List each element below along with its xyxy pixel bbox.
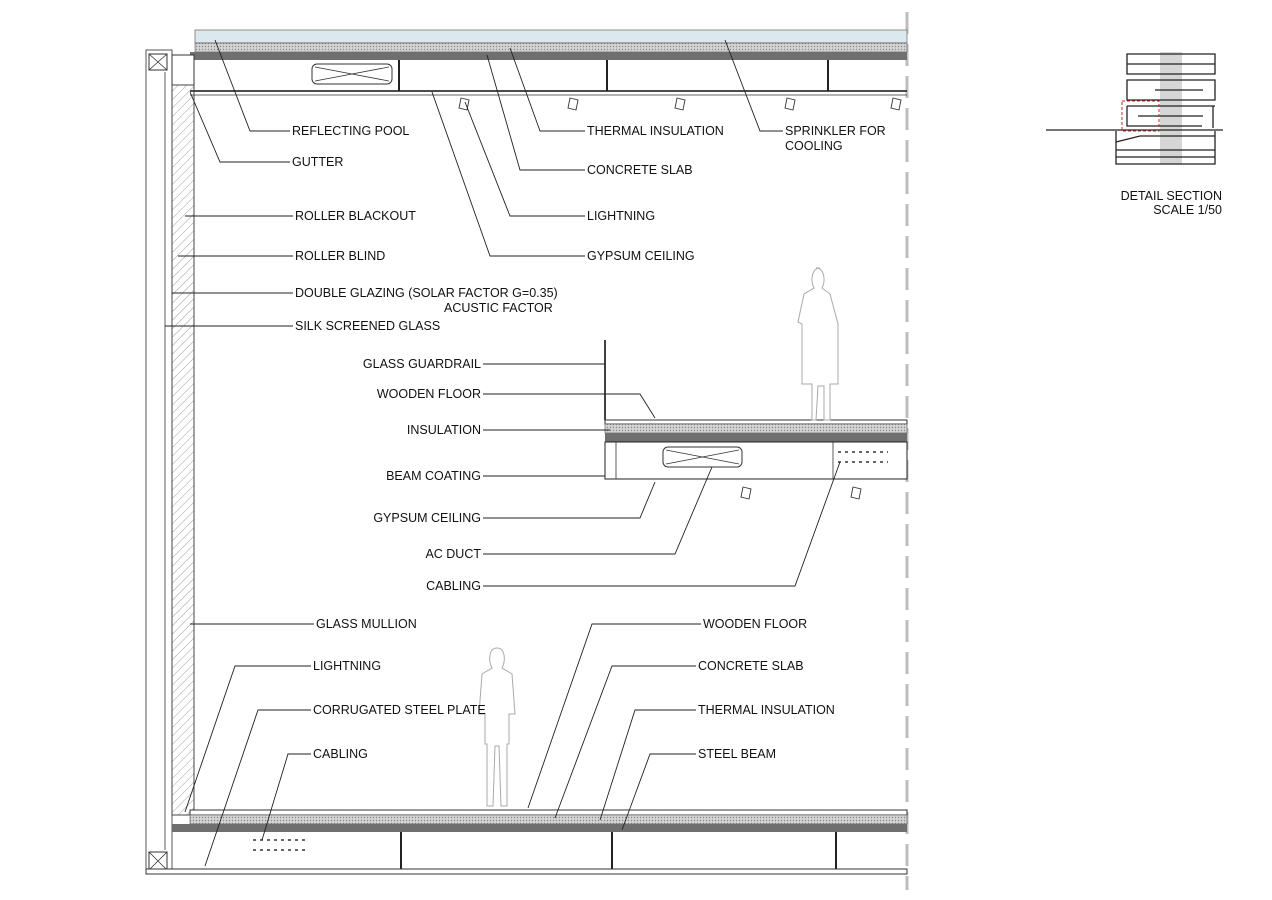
roof-assembly bbox=[190, 29, 908, 96]
label-silk-screened-glass: SILK SCREENED GLASS bbox=[295, 319, 440, 333]
label-corrugated-steel-plate: CORRUGATED STEEL PLATE bbox=[313, 703, 486, 717]
roof-slab bbox=[190, 52, 907, 60]
label-gutter: GUTTER bbox=[292, 155, 343, 169]
label-lightning: LIGHTNING bbox=[313, 659, 381, 673]
reflecting-pool bbox=[194, 29, 908, 44]
key-plan-scale: SCALE 1/50 bbox=[1153, 203, 1222, 217]
label-gypsum-ceiling: GYPSUM CEILING bbox=[373, 511, 481, 525]
label-wooden-floor: WOODEN FLOOR bbox=[703, 617, 807, 631]
label-cabling: CABLING bbox=[426, 579, 481, 593]
label-beam-coating: BEAM COATING bbox=[386, 469, 481, 483]
label-thermal-insulation: THERMAL INSULATION bbox=[698, 703, 835, 717]
key-plan-title: DETAIL SECTION bbox=[1121, 189, 1222, 203]
key-plan: DETAIL SECTION SCALE 1/50 bbox=[1046, 52, 1223, 217]
label-double-glazing: DOUBLE GLAZING (SOLAR FACTOR G=0.35) bbox=[295, 286, 558, 300]
label-concrete-slab: CONCRETE SLAB bbox=[698, 659, 804, 673]
detail-highlight-box bbox=[1121, 100, 1160, 132]
label-acustic-factor: ACUSTIC FACTOR bbox=[444, 301, 553, 315]
label-concrete-slab: CONCRETE SLAB bbox=[587, 163, 693, 177]
leader-lines bbox=[165, 39, 841, 867]
label-sprinkler-cooling: COOLING bbox=[785, 139, 843, 153]
label-lightning: LIGHTNING bbox=[587, 209, 655, 223]
person-silhouette bbox=[478, 647, 516, 807]
label-sprinkler: SPRINKLER FOR bbox=[785, 124, 886, 138]
human-figures bbox=[478, 267, 839, 807]
label-thermal-insulation: THERMAL INSULATION bbox=[587, 124, 724, 138]
label-steel-beam: STEEL BEAM bbox=[698, 747, 776, 761]
ground-floor-assembly bbox=[145, 809, 908, 875]
facade bbox=[145, 49, 195, 875]
label-gypsum-ceiling: GYPSUM CEILING bbox=[587, 249, 695, 263]
label-wooden-floor: WOODEN FLOOR bbox=[377, 387, 481, 401]
label-insulation: INSULATION bbox=[407, 423, 481, 437]
light-fixtures bbox=[458, 97, 902, 500]
person-silhouette bbox=[797, 267, 839, 421]
label-glass-mullion: GLASS MULLION bbox=[316, 617, 417, 631]
roof-insulation bbox=[194, 42, 908, 53]
label-ac-duct: AC DUCT bbox=[425, 547, 481, 561]
label-glass-guardrail: GLASS GUARDRAIL bbox=[363, 357, 481, 371]
label-roller-blind: ROLLER BLIND bbox=[295, 249, 385, 263]
label-reflecting-pool: REFLECTING POOL bbox=[292, 124, 409, 138]
label-roller-blackout: ROLLER BLACKOUT bbox=[295, 209, 416, 223]
mezzanine-assembly bbox=[604, 340, 908, 480]
label-cabling: CABLING bbox=[313, 747, 368, 761]
